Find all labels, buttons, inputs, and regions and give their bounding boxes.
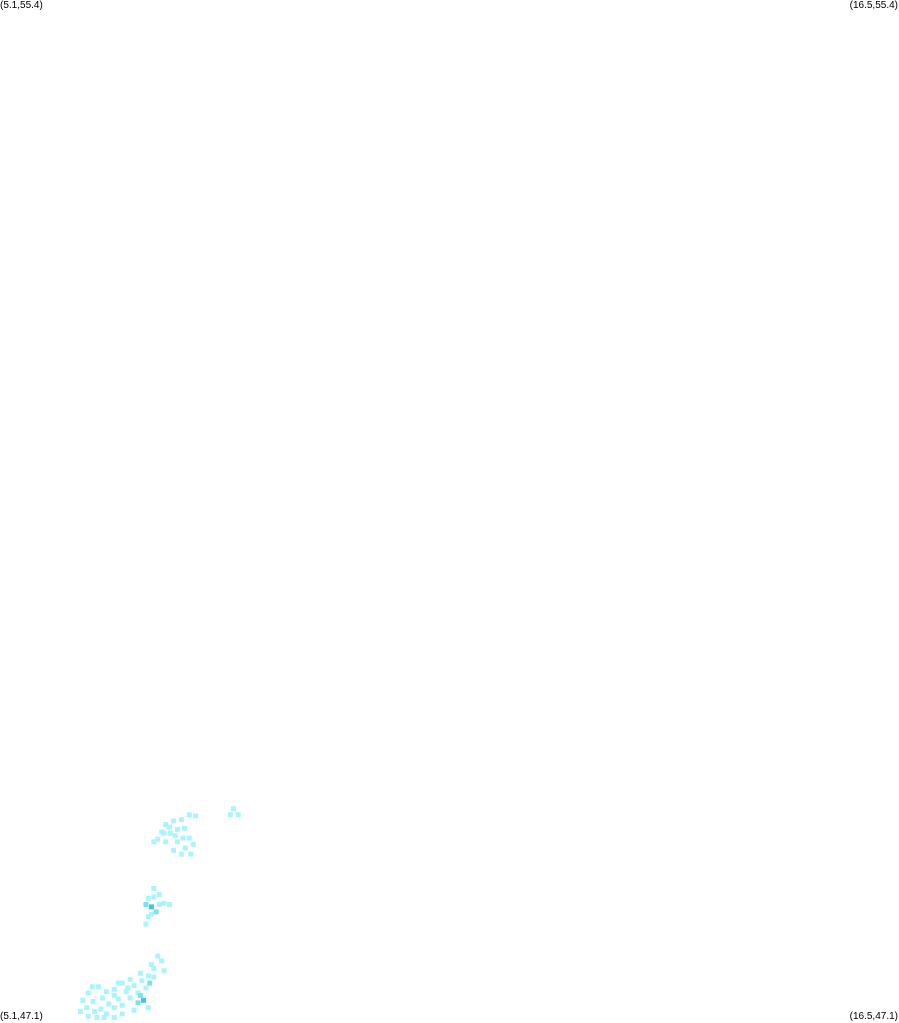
density-cell-south	[111, 1015, 117, 1020]
density-cell-south	[148, 962, 154, 968]
density-cell-south	[155, 953, 161, 959]
density-cell-south	[137, 992, 143, 998]
density-cell-middle	[143, 921, 149, 927]
density-cell-south	[85, 1013, 91, 1019]
density-cell-middle	[148, 911, 154, 917]
density-cell-south	[145, 973, 151, 979]
density-cell-south	[92, 1008, 98, 1014]
density-cell-south	[151, 974, 157, 980]
density-cell-north	[230, 806, 236, 812]
density-cell-north	[172, 833, 178, 839]
density-cell-south	[159, 958, 165, 964]
density-cell-north	[178, 851, 184, 857]
density-cell-middle	[156, 892, 162, 898]
density-cell-south	[89, 984, 95, 990]
density-cell-middle	[153, 909, 159, 915]
density-cell-south	[123, 989, 129, 995]
density-cell-south	[119, 1011, 125, 1017]
density-cell-north	[178, 817, 184, 823]
density-cell-south	[90, 999, 96, 1005]
density-cell-south	[137, 970, 143, 976]
density-cell-north	[235, 812, 241, 818]
density-cell-north	[155, 836, 161, 842]
density-cell-middle	[145, 914, 151, 920]
corner-label-bottom-left: (5.1,47.1)	[0, 1011, 43, 1022]
corner-label-top-left: (5.1,55.4)	[0, 0, 43, 11]
corner-label-bottom-right: (16.5,47.1)	[849, 1011, 898, 1022]
density-cell-north	[163, 822, 169, 828]
density-cell-north	[227, 812, 233, 818]
corner-label-top-right: (16.5,55.4)	[849, 0, 898, 11]
density-cell-north	[193, 813, 199, 819]
density-cell-north	[186, 812, 192, 818]
density-cell-north	[151, 839, 157, 845]
density-cell-north	[186, 835, 192, 841]
density-cell-south	[101, 1015, 107, 1020]
density-cell-south	[77, 1008, 83, 1014]
density-cell-north	[182, 825, 187, 831]
density-cell-middle	[148, 904, 154, 910]
density-cell-middle	[143, 902, 149, 907]
density-cell-south	[135, 1000, 141, 1006]
density-cell-south	[141, 997, 146, 1003]
density-cell-south	[145, 1005, 151, 1011]
density-cell-south	[106, 1001, 112, 1007]
density-cell-north	[167, 824, 172, 830]
density-cell-south	[111, 986, 117, 992]
density-cell-north	[180, 835, 186, 841]
density-cell-south	[115, 980, 121, 986]
density-cell-middle	[151, 886, 157, 891]
density-cell-north	[171, 847, 176, 853]
density-cell-middle	[156, 902, 162, 907]
density-cell-south	[127, 976, 133, 982]
density-cell-south	[111, 992, 117, 998]
density-cell-south	[80, 997, 86, 1003]
density-cell-south	[125, 985, 131, 991]
density-cell-south	[96, 984, 102, 990]
density-cell-south	[139, 978, 145, 984]
density-cell-middle	[151, 894, 157, 900]
density-cell-south	[115, 996, 121, 1002]
density-cell-middle	[145, 895, 151, 901]
density-cell-south	[147, 980, 153, 986]
density-cell-south	[131, 983, 137, 989]
density-cell-north	[188, 851, 194, 857]
density-cell-south	[98, 1006, 104, 1012]
density-cell-south	[84, 1005, 90, 1011]
density-cell-south	[104, 989, 109, 995]
density-cell-south	[161, 968, 167, 974]
density-cell-south	[85, 990, 91, 996]
density-cell-south	[119, 980, 125, 986]
density-cell-south	[151, 965, 157, 971]
density-cell-south	[143, 985, 149, 991]
density-cell-north	[174, 839, 180, 845]
density-cell-south	[111, 1005, 117, 1011]
density-cell-middle	[167, 902, 172, 907]
density-cell-south	[119, 1002, 125, 1008]
density-cell-north	[171, 818, 176, 824]
density-cell-south	[127, 995, 133, 1001]
density-cell-south	[131, 1007, 137, 1013]
density-cell-south	[94, 1015, 100, 1020]
density-cell-north	[182, 845, 188, 851]
density-cell-north	[174, 827, 180, 832]
density-cell-south	[100, 995, 105, 1001]
density-cell-north	[163, 839, 169, 845]
density-cell-north	[167, 830, 173, 836]
density-cell-north	[190, 841, 196, 847]
density-cell-south	[104, 1011, 109, 1017]
density-cell-middle	[161, 900, 167, 906]
density-cell-north	[159, 829, 165, 835]
